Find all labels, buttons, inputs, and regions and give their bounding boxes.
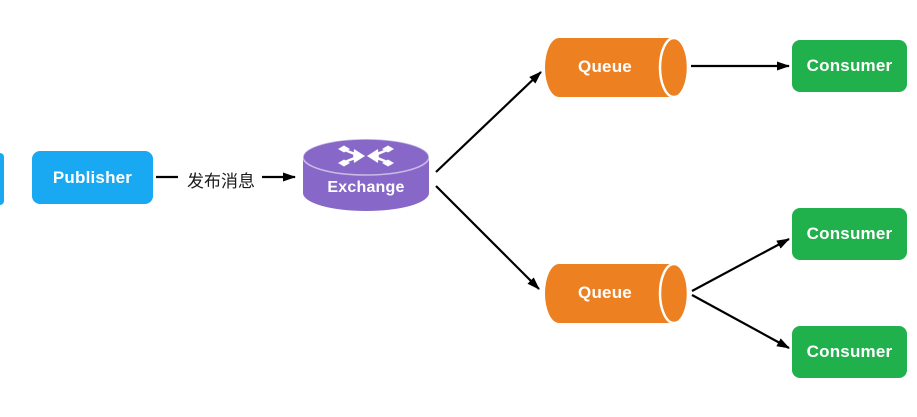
queue-top-cap xyxy=(658,36,690,99)
publisher-node: Publisher xyxy=(32,151,153,204)
consumer-top-label: Consumer xyxy=(806,56,893,75)
queue-bottom-cap xyxy=(658,262,690,325)
consumer-bottom-node: Consumer xyxy=(792,326,907,378)
router-icon xyxy=(338,145,394,167)
edge-queue-bottom-to-consumer-middle xyxy=(691,238,790,292)
exchange-label: Exchange xyxy=(327,179,405,196)
consumer-bottom-label: Consumer xyxy=(806,342,893,361)
edge-exchange-to-queue-bottom xyxy=(435,185,540,290)
consumer-top-node: Consumer xyxy=(792,40,907,92)
edge-queue-bottom-to-consumer-bottom xyxy=(691,294,790,349)
publish-message-edge-label: 发布消息 xyxy=(187,172,255,191)
publisher-label: Publisher xyxy=(52,167,133,187)
cropped-publisher-edge xyxy=(0,153,4,205)
queue-bottom-body xyxy=(545,264,674,323)
exchange-node xyxy=(302,138,430,211)
edge-exchange-to-queue-top xyxy=(435,71,542,173)
consumer-middle-label: Consumer xyxy=(806,224,893,243)
consumer-middle-node: Consumer xyxy=(792,208,907,260)
queue-top-node xyxy=(545,36,690,99)
queue-top-label: Queue xyxy=(578,57,632,76)
queue-bottom-node xyxy=(545,262,690,325)
queue-bottom-label: Queue xyxy=(578,283,632,302)
exchange-cylinder-top xyxy=(302,138,430,176)
queue-top-body xyxy=(545,38,674,97)
